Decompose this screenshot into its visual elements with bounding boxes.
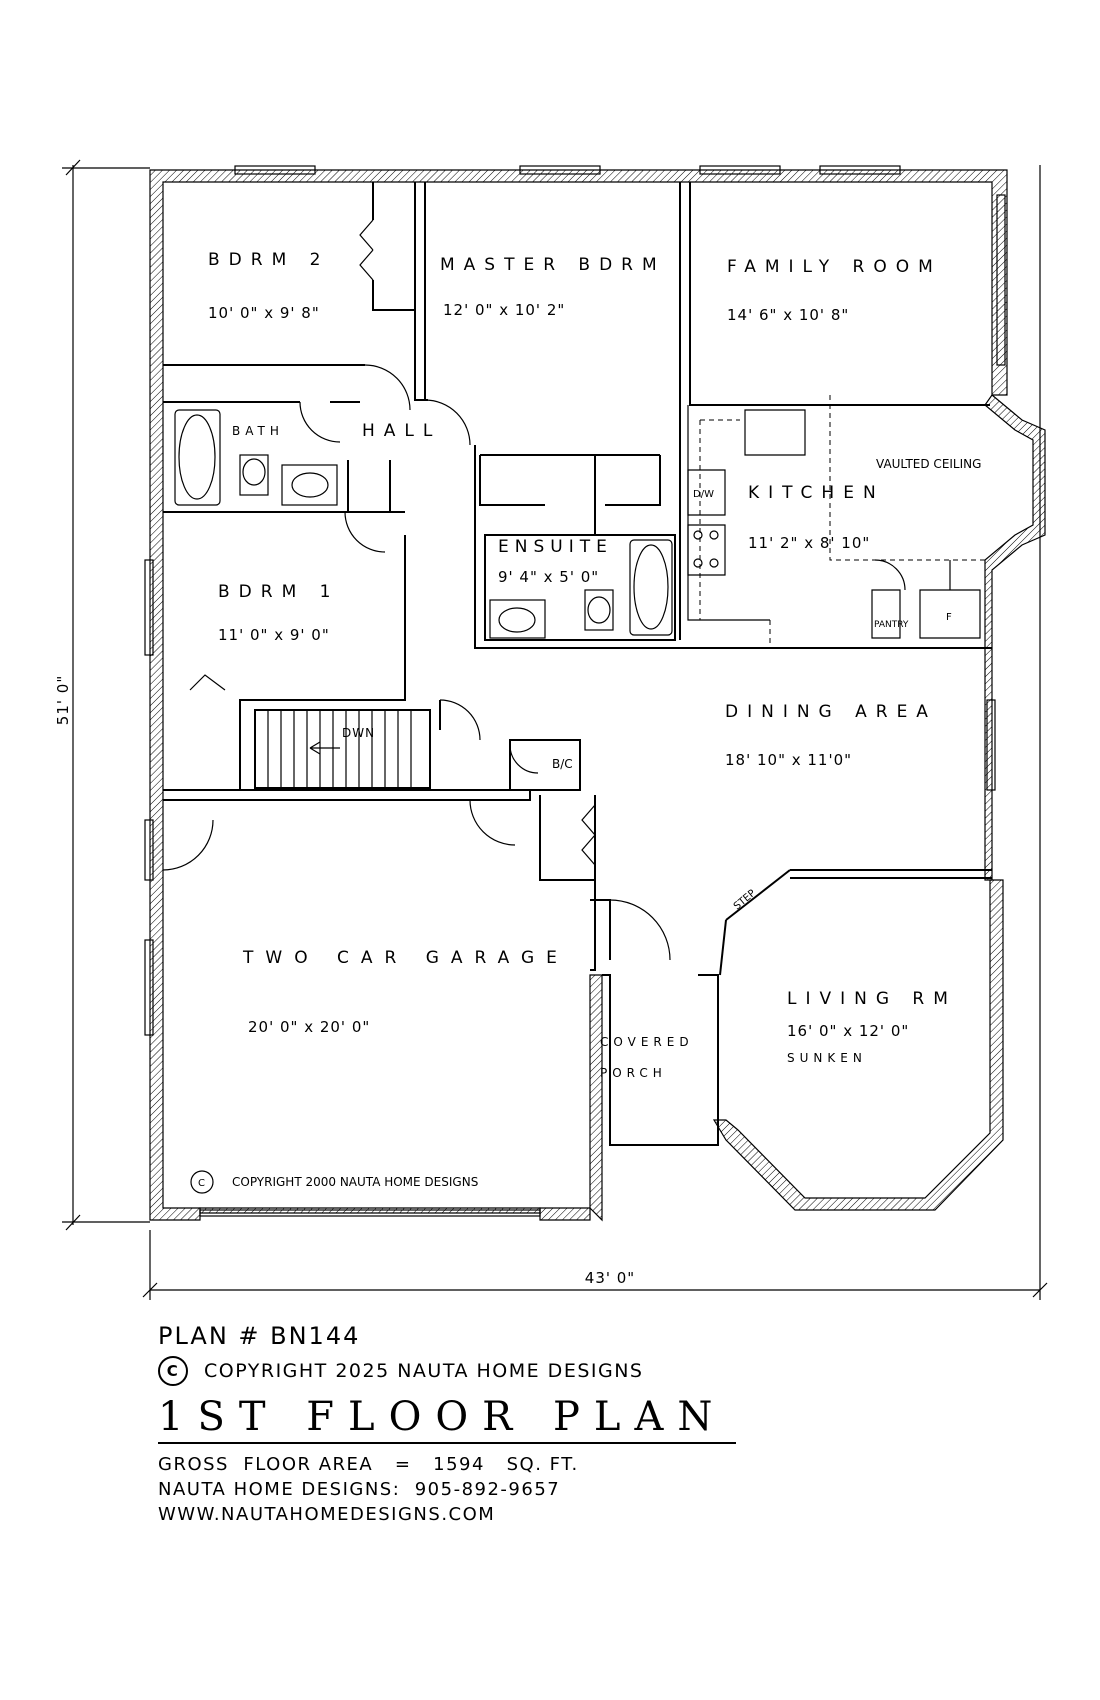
garage-label: TWO CAR GARAGE xyxy=(242,948,569,968)
living-note: SUNKEN xyxy=(787,1051,867,1065)
hall-label: HALL xyxy=(362,421,441,441)
fixtures xyxy=(174,409,673,639)
phone-line: NAUTA HOME DESIGNS: 905-892-9657 xyxy=(158,1479,561,1500)
exterior-walls xyxy=(149,169,1046,1222)
master-size: 12' 0" x 10' 2" xyxy=(443,301,565,319)
step-label: STEP xyxy=(732,888,758,912)
porch-label-2: PORCH xyxy=(600,1066,667,1080)
dining-size: 18' 10" x 11'0" xyxy=(725,751,852,769)
kitchen-size: 11' 2" x 8' 10" xyxy=(748,534,870,552)
bc-label: B/C xyxy=(552,757,573,771)
copyright-circle-icon xyxy=(190,1170,214,1194)
bdrm2-size: 10' 0" x 9' 8" xyxy=(208,304,320,322)
copyright-inner: COPYRIGHT 2000 NAUTA HOME DESIGNS xyxy=(232,1175,478,1189)
fridge-label: F xyxy=(946,612,952,623)
dimension-lines xyxy=(62,159,1048,1300)
gross-floor-area: GROSS FLOOR AREA = 1594 SQ. FT. xyxy=(158,1454,579,1475)
vaulted-label: VAULTED CEILING xyxy=(876,457,981,471)
dining-label: DINING AREA xyxy=(725,702,937,722)
porch-label-1: COVERED xyxy=(600,1035,694,1049)
bdrm2-label: BDRM 2 xyxy=(208,250,329,270)
copyright-symbol-inner: C xyxy=(198,1178,205,1189)
bdrm1-label: BDRM 1 xyxy=(218,582,339,602)
interior-walls xyxy=(163,182,992,1146)
copyright-icon: C xyxy=(158,1356,188,1386)
family-label: FAMILY ROOM xyxy=(727,257,942,277)
width-dimension: 43' 0" xyxy=(585,1269,635,1287)
bdrm1-size: 11' 0" x 9' 0" xyxy=(218,626,330,644)
bath-label: BATH xyxy=(232,424,284,438)
master-label: MASTER BDRM xyxy=(440,255,666,275)
stair-arrow xyxy=(309,741,340,755)
pantry-label: PANTRY xyxy=(874,620,909,630)
stairs-label: DWN xyxy=(342,726,375,740)
ensuite-label: ENSUITE xyxy=(498,537,613,557)
living-size: 16' 0" x 12' 0" xyxy=(787,1022,909,1040)
kitchen-label: KITCHEN xyxy=(748,483,885,503)
dashed-lines xyxy=(699,395,985,649)
title-block: PLAN # BN144 C COPYRIGHT 2025 NAUTA HOME… xyxy=(158,1322,758,1527)
garage-size: 20' 0" x 20' 0" xyxy=(248,1018,370,1036)
copyright-line: C COPYRIGHT 2025 NAUTA HOME DESIGNS xyxy=(158,1356,758,1386)
family-size: 14' 6" x 10' 8" xyxy=(727,306,849,324)
plan-number: PLAN # BN144 xyxy=(158,1322,361,1350)
window-marks xyxy=(144,165,1006,1217)
living-label: LIVING RM xyxy=(787,989,957,1009)
height-dimension: 51' 0" xyxy=(54,675,72,725)
copyright-text: COPYRIGHT 2025 NAUTA HOME DESIGNS xyxy=(204,1360,644,1382)
door-swings xyxy=(162,219,906,961)
ensuite-size: 9' 4" x 5' 0" xyxy=(498,568,599,586)
dw-label: D/W xyxy=(693,489,714,500)
floor-plan-drawing: 51' 0" 43' 0" xyxy=(54,159,1048,1300)
website-line: WWW.NAUTAHOMEDESIGNS.COM xyxy=(158,1504,496,1525)
plan-title: 1ST FLOOR PLAN xyxy=(158,1394,736,1444)
